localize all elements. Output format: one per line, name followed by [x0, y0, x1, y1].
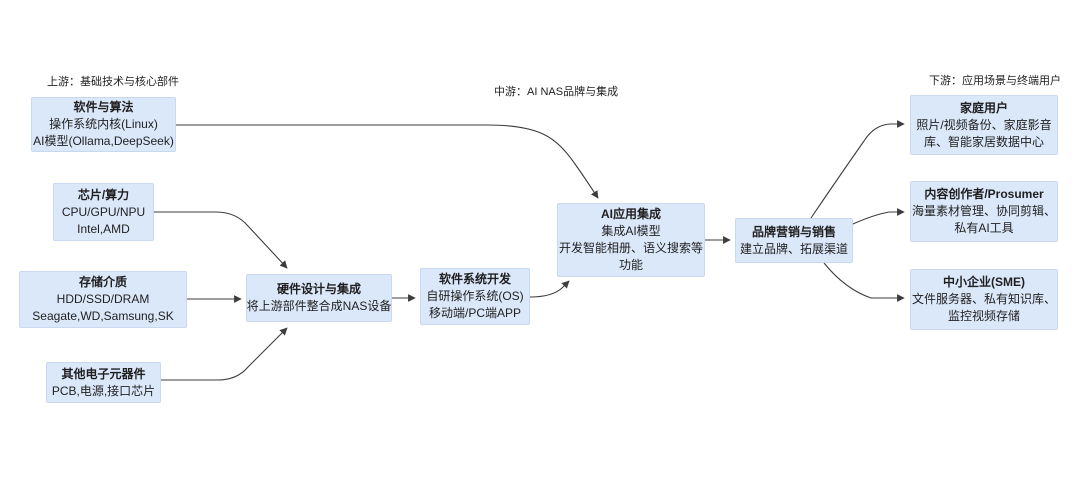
- node-line: 开发智能相册、语义搜索等: [559, 241, 704, 255]
- upstream-section-label: 上游：基础技术与核心部件: [47, 76, 179, 88]
- node-line: 库、智能家居数据中心: [923, 134, 1044, 149]
- midstream-section-label: 中游：AI NAS品牌与集成: [494, 86, 619, 98]
- node-line: Seagate,WD,Samsung,SK: [32, 309, 174, 323]
- edge-brand_sales-to-home_users: [810, 120, 905, 219]
- node-line: 移动端/PC端APP: [428, 306, 522, 320]
- node-line: 监控视频存储: [947, 309, 1020, 323]
- node-title: 品牌营销与销售: [751, 224, 836, 239]
- edge-brand_sales-to-content_creators: [852, 208, 905, 225]
- node-software-algorithms: 软件与算法 操作系统内核(Linux) AI模型(Ollama,DeepSeek…: [31, 97, 176, 152]
- node-title: 软件系统开发: [438, 272, 511, 286]
- node-line: Intel,AMD: [77, 221, 130, 236]
- node-hardware-integration: 硬件设计与集成 将上游部件整合成NAS设备: [246, 274, 392, 322]
- node-line: 私有AI工具: [954, 221, 1014, 235]
- node-line: 建立品牌、拓展渠道: [739, 241, 848, 256]
- node-home-users: 家庭用户 照片/视频备份、家庭影音 库、智能家居数据中心: [910, 95, 1058, 155]
- node-line: 文件服务器、私有知识库、: [912, 292, 1057, 306]
- edge-software_development-to-ai_integration: [529, 280, 570, 298]
- node-chip-compute: 芯片/算力 CPU/GPU/NPU Intel,AMD: [53, 183, 154, 241]
- node-content-creators: 内容创作者/Prosumer 海量素材管理、协同剪辑、 私有AI工具: [910, 181, 1058, 242]
- node-line: PCB,电源,接口芯片: [51, 383, 156, 398]
- node-title: 硬件设计与集成: [276, 282, 361, 296]
- node-title: AI应用集成: [600, 207, 661, 221]
- node-title: 家庭用户: [959, 100, 1008, 115]
- node-title: 软件与算法: [73, 100, 134, 114]
- node-ai-integration: AI应用集成 集成AI模型 开发智能相册、语义搜索等 功能: [557, 203, 705, 277]
- edge-other_components-to-hardware_integration: [161, 327, 288, 381]
- node-line: 将上游部件整合成NAS设备: [246, 299, 392, 313]
- node-line: CPU/GPU/NPU: [61, 204, 146, 219]
- node-line: 功能: [618, 258, 643, 272]
- node-line: 自研操作系统(OS): [426, 289, 524, 303]
- node-line: 操作系统内核(Linux): [49, 117, 158, 131]
- node-line: AI模型(Ollama,DeepSeek): [33, 134, 174, 148]
- node-line: 海量素材管理、协同剪辑、: [912, 204, 1057, 218]
- node-sme: 中小企业(SME) 文件服务器、私有知识库、 监控视频存储: [910, 269, 1058, 330]
- edge-software_algorithms-to-ai_integration: [176, 124, 599, 199]
- node-line: 照片/视频备份、家庭影音: [916, 117, 1052, 132]
- node-other-components: 其他电子元器件 PCB,电源,接口芯片: [46, 362, 161, 403]
- node-storage-media: 存储介质 HDD/SSD/DRAM Seagate,WD,Samsung,SK: [19, 271, 187, 328]
- node-brand-sales: 品牌营销与销售 建立品牌、拓展渠道: [735, 218, 853, 263]
- node-title: 芯片/算力: [77, 187, 130, 202]
- node-software-development: 软件系统开发 自研操作系统(OS) 移动端/PC端APP: [420, 268, 530, 325]
- node-title: 中小企业(SME): [943, 275, 1025, 289]
- node-line: 集成AI模型: [601, 224, 661, 238]
- edge-brand_sales-to-sme: [823, 262, 905, 302]
- node-title: 其他电子元器件: [61, 366, 146, 381]
- node-title: 存储介质: [78, 275, 127, 289]
- node-line: HDD/SSD/DRAM: [56, 292, 150, 306]
- edge-chip_compute-to-hardware_integration: [154, 211, 288, 269]
- node-title: 内容创作者/Prosumer: [924, 187, 1044, 201]
- downstream-section-label: 下游：应用场景与终端用户: [929, 75, 1061, 87]
